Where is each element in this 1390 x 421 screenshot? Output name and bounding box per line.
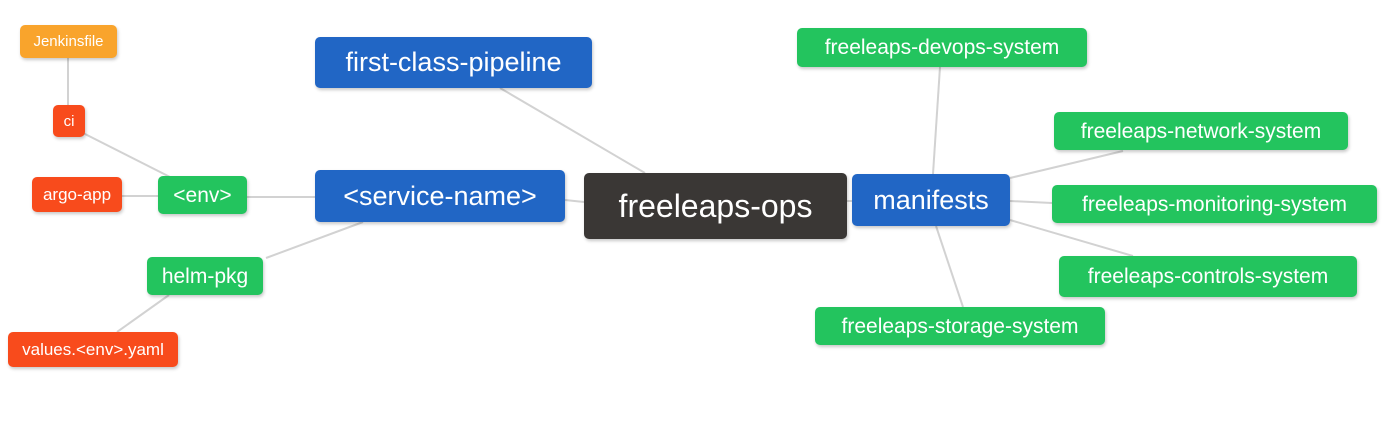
- edge-helm-pkg-to-service-name: [265, 221, 364, 259]
- node-helm-pkg[interactable]: helm-pkg: [147, 257, 263, 295]
- edge-service-name-to-freeleaps-ops: [564, 199, 585, 203]
- edge-manifests-to-freeleaps-controls-system: [1009, 219, 1134, 257]
- edge-manifests-to-freeleaps-devops-system: [932, 66, 941, 175]
- node-ci[interactable]: ci: [53, 105, 85, 137]
- node-freeleaps-controls-system[interactable]: freeleaps-controls-system: [1059, 256, 1357, 297]
- edge-values-env-yaml-to-helm-pkg: [116, 294, 170, 333]
- node-values-env-yaml[interactable]: values.<env>.yaml: [8, 332, 178, 367]
- node-freeleaps-devops-system[interactable]: freeleaps-devops-system: [797, 28, 1087, 67]
- node-jenkinsfile[interactable]: Jenkinsfile: [20, 25, 117, 58]
- node-argo-app[interactable]: argo-app: [32, 177, 122, 212]
- edge-manifests-to-freeleaps-storage-system: [935, 225, 964, 308]
- node-freeleaps-ops[interactable]: freeleaps-ops: [584, 173, 847, 239]
- node-env[interactable]: <env>: [158, 176, 247, 214]
- node-first-class-pipeline[interactable]: first-class-pipeline: [315, 37, 592, 88]
- edge-first-class-pipeline-to-freeleaps-ops: [499, 87, 646, 174]
- node-freeleaps-storage-system[interactable]: freeleaps-storage-system: [815, 307, 1105, 345]
- node-manifests[interactable]: manifests: [852, 174, 1010, 226]
- node-freeleaps-network-system[interactable]: freeleaps-network-system: [1054, 112, 1348, 150]
- edge-manifests-to-freeleaps-monitoring-system: [1009, 200, 1053, 204]
- node-service-name[interactable]: <service-name>: [315, 170, 565, 222]
- edge-manifests-to-freeleaps-network-system: [1009, 150, 1124, 179]
- edge-ci-to-env: [82, 132, 171, 178]
- node-freeleaps-monitoring-system[interactable]: freeleaps-monitoring-system: [1052, 185, 1377, 223]
